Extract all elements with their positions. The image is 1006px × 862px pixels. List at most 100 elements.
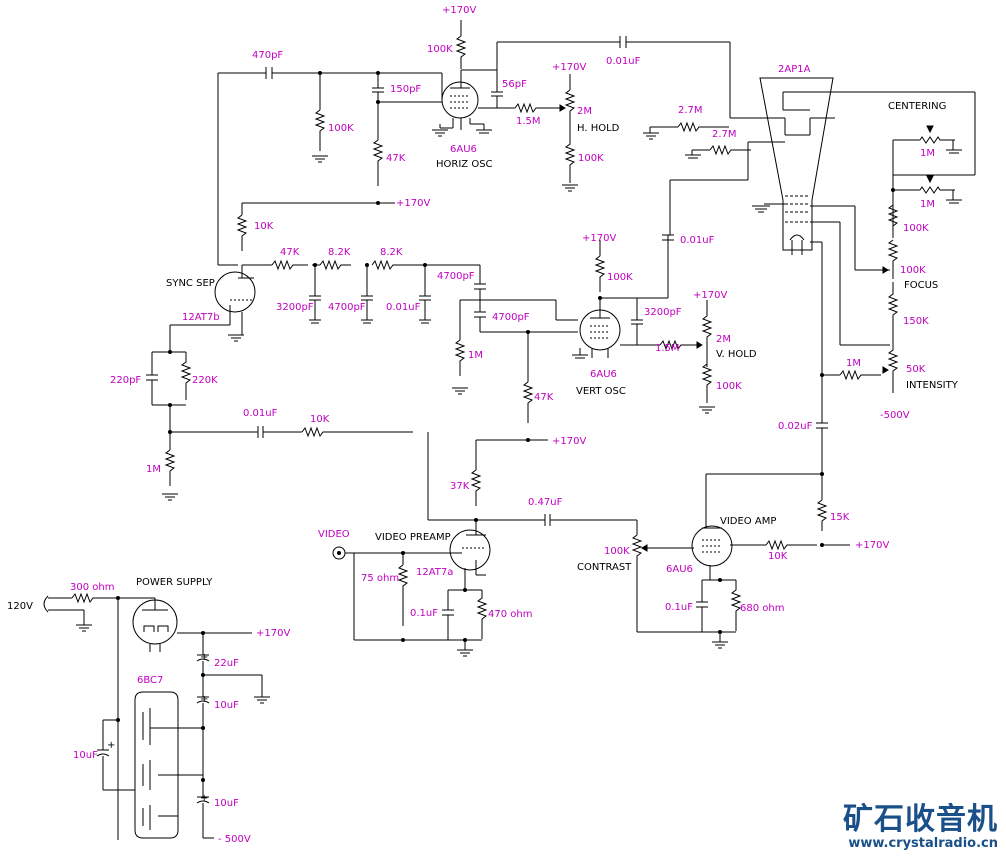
- label-r-27m-b: 2.7M: [712, 129, 737, 140]
- label-c-001-top: 0.01uF: [606, 56, 641, 67]
- label-c-3200pf-b: 3200pF: [644, 307, 682, 318]
- label-c-3200pf-a: 3200pF: [276, 302, 314, 313]
- label-c-150pf: 150pF: [390, 84, 421, 95]
- label-r-100k-h: 100K: [578, 153, 604, 164]
- label-c-002uf: 0.02uF: [778, 421, 813, 432]
- watermark-url: www.crystalradio.cn: [848, 836, 998, 851]
- label-c-01uf-pre: 0.1uF: [410, 608, 438, 619]
- label-c-10uf-b: 10uF: [73, 750, 98, 761]
- label-minus500-right: -500V: [880, 410, 910, 421]
- label-r-1m-vert: 1M: [468, 350, 483, 361]
- label-tube-12at7a: 12AT7a: [416, 567, 453, 578]
- label-r-2m-h: 2M: [577, 106, 592, 117]
- label-video: VIDEO: [318, 529, 350, 540]
- label-v120: 120V: [7, 601, 33, 612]
- label-r-100k-contrast: 100K: [604, 546, 630, 557]
- label-r-15m-v: 1.5M: [655, 343, 680, 354]
- label-r-220k: 220K: [192, 375, 218, 386]
- label-r-15m-h: 1.5M: [516, 116, 541, 127]
- label-r-10k-amp: 10K: [768, 551, 788, 562]
- label-v-hold: V. HOLD: [716, 349, 757, 360]
- label-r-47k-chain: 47K: [280, 247, 300, 258]
- label-c-22uf: 22uF: [214, 658, 239, 669]
- label-c-56pf: 56pF: [502, 79, 527, 90]
- label-r-100k-left: 100K: [328, 123, 354, 134]
- label-c-001-vert: 0.01uF: [680, 235, 715, 246]
- label-r-300ohm: 300 ohm: [70, 582, 114, 593]
- label-focus: FOCUS: [904, 280, 938, 291]
- label-vert-plus170: +170V: [582, 233, 616, 244]
- label-r-470ohm: 470 ohm: [488, 609, 532, 620]
- label-plus170-top: +170V: [442, 5, 476, 16]
- label-c-01uf-amp: 0.1uF: [665, 602, 693, 613]
- watermark: 矿石收音机 www.crystalradio.cn: [843, 804, 998, 852]
- video-amp-section: [631, 525, 817, 649]
- label-c-4700pf-c: 4700pF: [492, 312, 530, 323]
- label-c-4700pf-a: 4700pF: [328, 302, 366, 313]
- sync-input-section: [146, 305, 476, 521]
- label-plus170-vid: +170V: [552, 436, 586, 447]
- label-crt: 2AP1A: [778, 64, 811, 75]
- label-video-amp: VIDEO AMP: [720, 516, 776, 527]
- label-vhold-plus170: +170V: [693, 290, 727, 301]
- label-r-1m-c1: 1M: [920, 148, 935, 159]
- label-r-1m-c2: 1M: [920, 199, 935, 210]
- label-tube-6au6-h: 6AU6: [450, 144, 477, 155]
- label-c-001-in: 0.01uF: [243, 408, 278, 419]
- label-r-10k-sync: 10K: [254, 221, 274, 232]
- video-preamp-section: [332, 469, 638, 657]
- label-r-82k-a: 8.2K: [328, 247, 351, 258]
- label-tube-6bc7: 6BC7: [137, 675, 163, 686]
- label-c-4700pf-b: 4700pF: [437, 271, 475, 282]
- crt-section: [643, 77, 976, 547]
- svg-text:+: +: [200, 652, 208, 663]
- svg-text:+: +: [200, 793, 208, 804]
- label-tube-6au6-amp: 6AU6: [666, 564, 693, 575]
- label-r-15k: 15K: [830, 512, 850, 523]
- label-video-preamp: VIDEO PREAMP: [375, 532, 451, 543]
- label-tube-12at7b: 12AT7b: [182, 312, 220, 323]
- label-r-2m-v: 2M: [716, 334, 731, 345]
- label-c-470pf: 470pF: [252, 50, 283, 61]
- label-sync-sep: SYNC SEP: [166, 278, 215, 289]
- label-r-1m-sync: 1M: [146, 464, 161, 475]
- label-power-supply: POWER SUPPLY: [136, 577, 213, 588]
- label-c-10uf-a: 10uF: [214, 700, 239, 711]
- power-supply-section: [43, 592, 270, 840]
- label-r-150k: 150K: [903, 316, 929, 327]
- label-minus500-ps: - 500V: [218, 834, 251, 845]
- label-plus170-mid: +170V: [396, 198, 430, 209]
- horiz-osc-section: [218, 20, 731, 205]
- sync-vert-section: [214, 73, 715, 470]
- label-vert-osc: VERT OSC: [576, 386, 626, 397]
- label-r-75ohm: 75 ohm: [361, 573, 399, 584]
- label-r-100k-plate: 100K: [427, 44, 453, 55]
- label-tube-6au6-v: 6AU6: [590, 369, 617, 380]
- label-r-100k-focus: 100K: [900, 265, 926, 276]
- label-r-100k-crt: 100K: [903, 223, 929, 234]
- label-r-100k-v: 100K: [716, 381, 742, 392]
- label-plus170-ps: +170V: [256, 628, 290, 639]
- label-contrast: CONTRAST: [577, 562, 632, 573]
- label-r-47k-grid: 47K: [386, 153, 406, 164]
- labels: +170V 100K 470pF 150pF 56pF 0.01uF 100K …: [7, 5, 959, 845]
- label-intensity: INTENSITY: [906, 380, 959, 391]
- label-r-100k-vplate: 100K: [607, 272, 633, 283]
- label-r-1m-int: 1M: [846, 358, 861, 369]
- label-c-220pf: 220pF: [110, 375, 141, 386]
- label-r-680ohm: 680 ohm: [740, 603, 784, 614]
- watermark-chinese: 矿石收音机: [843, 802, 998, 837]
- label-r-47k-vert: 47K: [534, 392, 554, 403]
- label-r-50k: 50K: [906, 364, 926, 375]
- label-c-10uf-c: 10uF: [214, 798, 239, 809]
- label-r-10k-in: 10K: [310, 414, 330, 425]
- svg-text:+: +: [107, 740, 115, 751]
- label-horiz-osc: HORIZ OSC: [436, 159, 493, 170]
- svg-text:+: +: [200, 694, 208, 705]
- label-c-047uf: 0.47uF: [528, 497, 563, 508]
- label-r-27m-a: 2.7M: [678, 105, 703, 116]
- label-r-37k: 37K: [450, 481, 470, 492]
- label-hold-plus170: +170V: [552, 62, 586, 73]
- label-centering: CENTERING: [888, 101, 946, 112]
